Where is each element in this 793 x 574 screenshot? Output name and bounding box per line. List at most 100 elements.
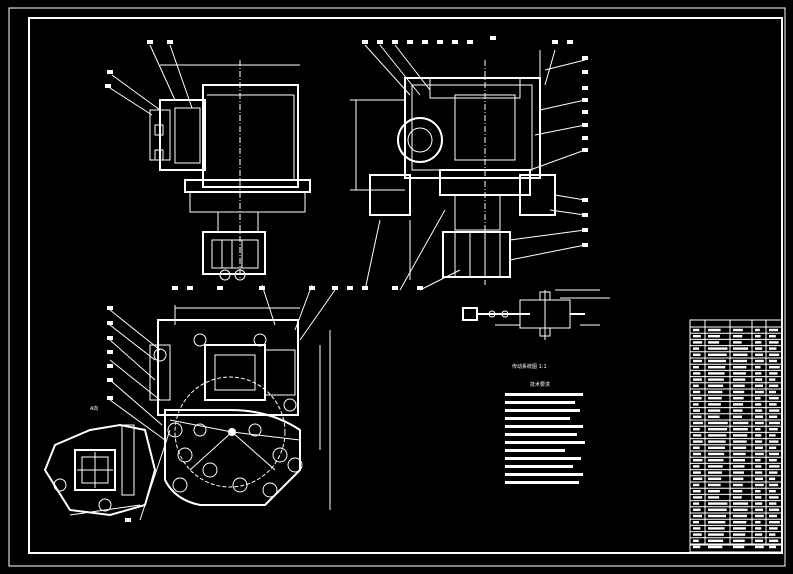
table-cell-mark xyxy=(693,372,701,375)
table-cell-mark xyxy=(755,428,761,431)
table-cell-mark xyxy=(733,415,742,418)
table-cell-mark xyxy=(708,539,724,542)
leader-label-mark xyxy=(362,286,368,290)
table-cell-mark xyxy=(708,514,726,518)
table-cell-mark xyxy=(708,409,721,412)
leader-label-mark xyxy=(582,98,588,102)
table-cell-mark xyxy=(708,353,727,356)
table-cell-mark xyxy=(769,483,778,487)
table-cell-mark xyxy=(733,359,747,363)
technical-notes: 技术要求 xyxy=(505,381,585,484)
leader-label-mark xyxy=(172,286,178,290)
table-cell-mark xyxy=(733,341,742,344)
table-cell-mark xyxy=(755,459,761,462)
table-cell-mark xyxy=(755,539,763,542)
table-cell-mark xyxy=(755,366,761,369)
table-cell-mark xyxy=(769,539,779,542)
table-cell-mark xyxy=(733,421,749,425)
table-cell-mark xyxy=(693,335,701,338)
table-cell-mark xyxy=(733,508,748,511)
table-cell-mark xyxy=(733,452,746,456)
table-cell-mark xyxy=(769,508,780,511)
table-cell-mark xyxy=(708,359,726,363)
table-cell-mark xyxy=(755,335,761,338)
table-cell-mark xyxy=(755,446,763,449)
table-cell-mark xyxy=(708,452,725,456)
table-cell-mark xyxy=(693,403,699,406)
table-cell-mark xyxy=(769,533,776,536)
table-cell-mark xyxy=(755,527,762,530)
table-cell-mark xyxy=(693,353,701,356)
table-cell-mark xyxy=(733,384,745,387)
table-cell-mark xyxy=(733,372,746,375)
leader-label-mark xyxy=(362,40,368,44)
front-view-left xyxy=(109,44,311,281)
table-cell-mark xyxy=(693,341,703,344)
table-cell-mark xyxy=(708,490,720,493)
table-cell-mark xyxy=(769,378,776,381)
table-cell-mark xyxy=(769,440,779,443)
table-cell-mark xyxy=(755,353,763,356)
table-cell-mark xyxy=(769,397,779,400)
leader-label-mark xyxy=(582,123,588,127)
table-cell-mark xyxy=(733,496,742,499)
table-cell-mark xyxy=(693,397,702,400)
table-cell-mark xyxy=(708,428,728,431)
table-cell-mark xyxy=(693,539,699,542)
table-cell-mark xyxy=(708,347,728,350)
table-cell-mark xyxy=(733,477,744,480)
table-cell-mark xyxy=(755,415,763,418)
table-cell-mark xyxy=(755,508,763,511)
table-cell-mark xyxy=(708,483,721,487)
table-cell-mark xyxy=(755,490,761,493)
table-cell-mark xyxy=(755,434,762,437)
table-cell-mark xyxy=(693,347,700,350)
table-cell-mark xyxy=(769,502,777,505)
scheme-caption: 传动系统图 1:1 xyxy=(512,363,547,370)
leader-label-mark xyxy=(392,286,398,290)
table-cell-mark xyxy=(693,390,701,394)
table-cell-mark xyxy=(693,459,703,462)
table-cell-mark xyxy=(755,496,762,499)
leader-label-mark xyxy=(125,518,131,522)
table-cell-mark xyxy=(708,527,725,530)
table-cell-mark xyxy=(755,545,764,549)
table-cell-mark xyxy=(733,459,746,462)
table-cell-mark xyxy=(733,403,744,406)
leader-label-mark xyxy=(417,286,423,290)
table-cell-mark xyxy=(693,533,702,536)
table-cell-mark xyxy=(733,465,745,468)
leader-label-mark xyxy=(107,378,113,382)
table-cell-mark xyxy=(693,527,701,530)
table-cell-mark xyxy=(733,434,748,437)
leader-label-mark xyxy=(107,306,113,310)
plan-view xyxy=(109,284,336,521)
detail-a-label: A向 xyxy=(90,405,98,412)
leader-label-mark xyxy=(347,286,353,290)
table-cell-mark xyxy=(755,403,762,406)
table-cell-mark xyxy=(693,508,701,511)
table-cell-mark xyxy=(769,477,776,480)
leader-label-mark xyxy=(107,396,113,400)
table-cell-mark xyxy=(733,539,745,542)
table-cell-mark xyxy=(769,434,776,437)
leader-label-mark xyxy=(107,321,113,325)
leader-label-mark xyxy=(332,286,338,290)
table-cell-mark xyxy=(755,409,763,412)
leader-label-mark xyxy=(582,198,588,202)
table-cell-mark xyxy=(769,521,780,524)
leader-label-mark xyxy=(392,40,398,44)
table-cell-mark xyxy=(708,465,723,468)
table-cell-mark xyxy=(769,328,778,332)
leader-label-mark xyxy=(407,40,413,44)
table-cell-mark xyxy=(708,415,720,418)
table-cell-mark xyxy=(755,533,763,536)
leader-label-mark xyxy=(582,213,588,217)
table-cell-mark xyxy=(708,502,728,505)
table-cell-mark xyxy=(769,409,780,412)
table-cell-mark xyxy=(693,521,699,524)
leader-label-mark xyxy=(582,243,588,247)
table-cell-mark xyxy=(733,353,748,356)
table-cell-mark xyxy=(708,384,724,387)
